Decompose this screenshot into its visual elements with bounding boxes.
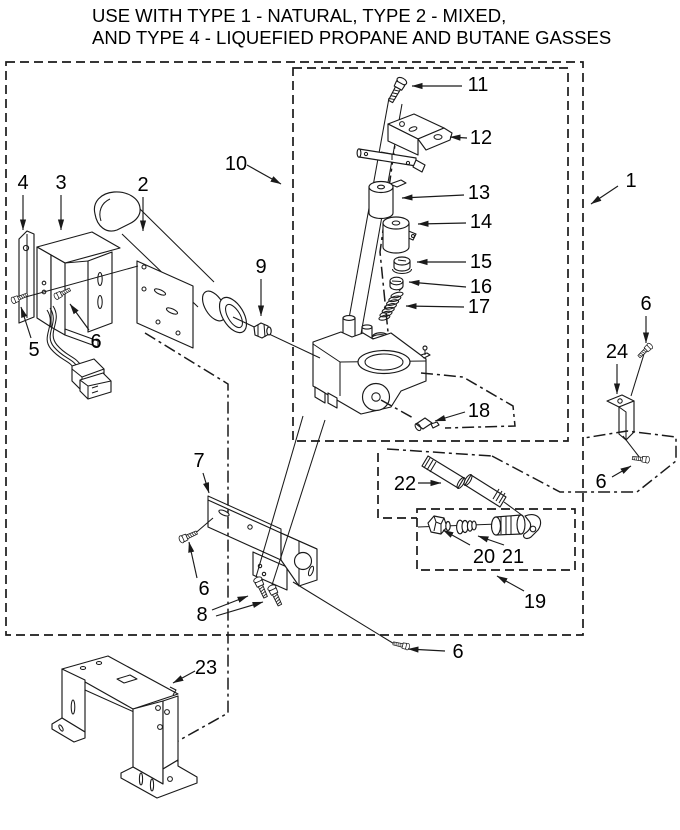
callout-label-18: 18 [468,400,490,422]
callout-label-8: 8 [196,604,207,626]
header-line-2: AND TYPE 4 - LIQUEFIED PROPANE AND BUTAN… [92,26,612,48]
callout-label-22: 22 [394,473,416,495]
callout-arrow-10 [246,164,282,185]
screw-11 [385,75,409,105]
header-line-1: USE WITH TYPE 1 - NATURAL, TYPE 2 - MIXE… [92,5,507,26]
callout-arrow-12 [449,134,468,141]
igniter-mount-bracket-12 [387,113,453,156]
callout-label-14: 14 [470,211,492,233]
callout-arrow-6 [188,541,198,579]
callout-arrow-17 [405,303,465,310]
callout-arrow-14 [417,220,467,227]
manifold-bar [356,148,426,173]
ferrule-21 [456,519,477,535]
assembly-axis-lines [341,97,403,363]
callout-arrow-23 [172,670,196,684]
boundary-boxes [5,61,584,636]
callout-label-7: 7 [193,450,204,472]
valve-group-box-10 [292,67,569,442]
screw-6-near-7 [177,528,199,545]
valve-outlet [361,382,391,412]
assembly-boundary-box-1 [5,61,584,636]
gas-valve [312,315,431,415]
valve-coil-13 [368,179,407,220]
union-fitting-19 [417,514,542,539]
callout-label-6: 6 [198,578,209,600]
callout-arrow-6 [611,465,632,478]
callout-label-6: 6 [452,641,463,663]
callout-arrow-8 [211,595,249,611]
callout-label-5: 5 [28,339,39,361]
screw-6-bottom-middle [392,639,411,651]
valve-coil-14 [382,216,417,254]
callout-arrow-21 [477,535,505,546]
callout-arrow-19 [496,575,525,592]
callout-label-24: 24 [606,341,628,363]
callout-arrow-5 [20,306,32,339]
support-bracket-7 [207,495,318,591]
callout-label-21: 21 [502,546,524,568]
screw-6-top-right [636,341,655,360]
diagram-header: USE WITH TYPE 1 - NATURAL, TYPE 2 - MIXE… [92,5,611,48]
fitting-group-box-19 [416,508,576,571]
valve-cap-16 [389,276,404,291]
igniter-bracket-3 [36,231,121,348]
callout-label-6: 6 [640,293,651,315]
callout-label-16: 16 [470,276,492,298]
callout-label-6: 6 [90,331,101,353]
valve-spring-17 [378,287,404,321]
compression-nut-20 [427,515,451,535]
callout-label-17: 17 [468,296,490,318]
callout-label-15: 15 [470,251,492,273]
callout-label-4: 4 [17,172,28,194]
callout-arrow-8 [215,601,264,617]
callout-label-23: 23 [195,657,217,679]
igniter-wire-harness [46,305,112,400]
callout-arrow-20 [442,529,471,546]
base-bracket-23 [51,655,198,799]
orifice-18 [414,417,440,432]
callout-label-2: 2 [137,174,148,196]
callout-label-10: 10 [225,153,247,175]
screw-6-bottom-right [631,454,651,464]
callout-label-12: 12 [470,127,492,149]
burner-tube-2 [93,191,248,349]
tube-group-box-22 [377,453,417,519]
callout-label-6: 6 [595,471,606,493]
callout-arrow-1 [590,185,619,205]
callout-label-3: 3 [55,172,66,194]
callout-arrow-13 [401,194,465,201]
callout-label-11: 11 [468,74,489,96]
callout-arrow-6 [69,303,90,331]
igniter-flange-4 [18,230,35,324]
callout-label-19: 19 [524,591,546,613]
gas-tube-22 [421,455,507,508]
callout-label-9: 9 [255,256,266,278]
callout-arrow-6 [407,646,446,653]
callout-label-13: 13 [468,182,490,204]
callout-arrow-7 [202,472,210,494]
flare-nut-9 [253,322,272,339]
callout-arrow-18 [434,411,466,422]
callout-arrow-16 [408,279,467,288]
burner-mounting-plate [136,260,194,349]
callout-label-20: 20 [473,546,495,568]
callout-label-1: 1 [625,170,636,192]
valve-plug-15 [391,256,413,275]
mounting-bracket-24 [606,394,635,441]
